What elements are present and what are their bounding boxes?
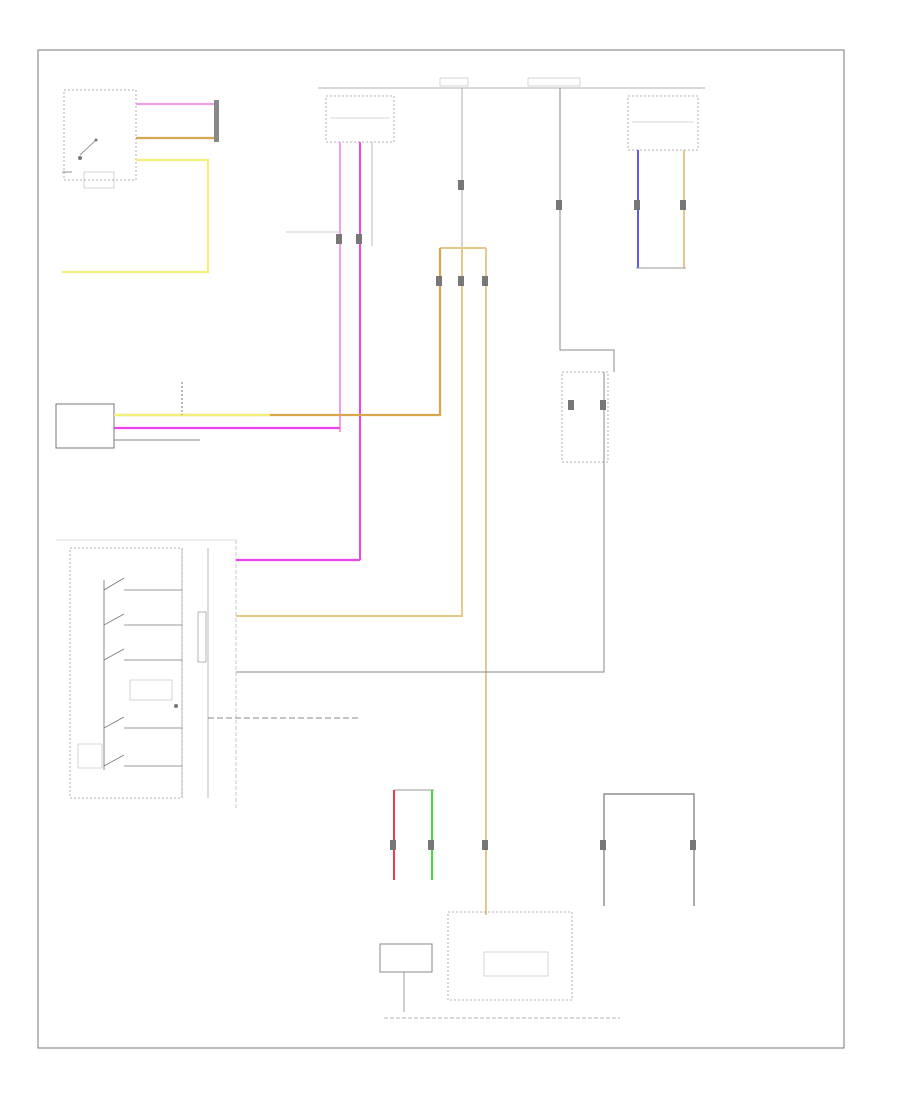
diagram-frame bbox=[37, 49, 845, 1049]
left-module bbox=[55, 382, 340, 449]
module-block-top bbox=[325, 95, 395, 143]
pink-vertical-wires bbox=[286, 142, 373, 560]
headlight-switch-wires bbox=[62, 100, 219, 274]
top-right-pair bbox=[636, 150, 686, 269]
instrument-cluster bbox=[379, 911, 620, 1019]
right-lower-loop bbox=[603, 793, 695, 906]
lower-pair bbox=[393, 789, 434, 880]
top-power-bus bbox=[318, 77, 705, 89]
tan-vertical-wires bbox=[118, 88, 487, 915]
headlight-switch bbox=[62, 89, 137, 189]
combination-switch bbox=[56, 539, 360, 810]
gray-relay-wire bbox=[236, 88, 615, 673]
fuse-block-top-right bbox=[627, 95, 699, 151]
connector-marks bbox=[336, 180, 696, 850]
